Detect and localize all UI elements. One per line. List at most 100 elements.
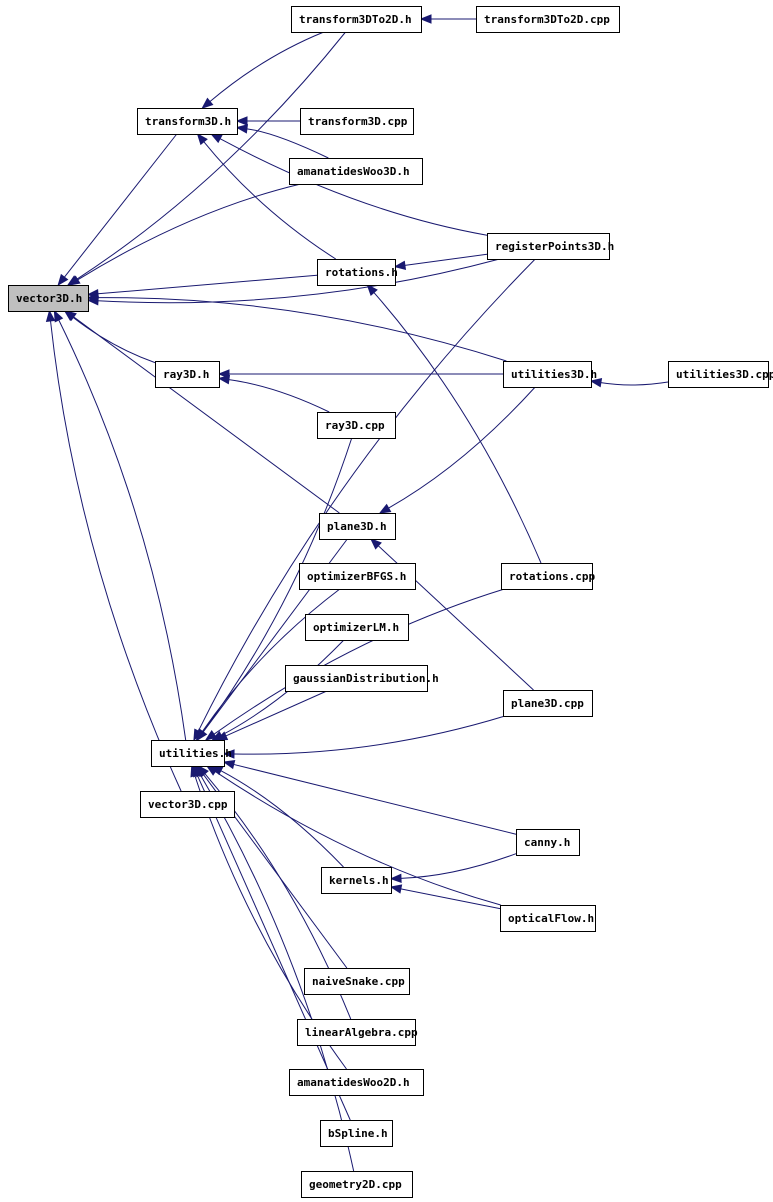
edge-line <box>220 639 345 736</box>
node-utilities-h[interactable]: utilities.h <box>151 740 232 767</box>
node-box <box>289 1069 424 1096</box>
node-label: plane3D.h <box>327 520 387 533</box>
arrowhead-icon <box>86 292 99 303</box>
edge-line <box>77 183 301 281</box>
node-rotations-h[interactable]: rotations.h <box>317 259 398 286</box>
node-label: vector3D.cpp <box>148 798 228 811</box>
node-bSpline-h[interactable]: bSpline.h <box>320 1120 393 1147</box>
edge-line <box>76 31 346 280</box>
node-label: linearAlgebra.cpp <box>305 1026 418 1039</box>
node-box <box>285 665 428 692</box>
node-transform3DTo2D-cpp[interactable]: transform3DTo2D.cpp <box>476 6 620 33</box>
arrowhead-icon <box>210 133 223 144</box>
node-box <box>151 740 225 767</box>
edge-line <box>233 715 506 755</box>
node-label: gaussianDistribution.h <box>293 672 439 685</box>
edge-amanatidesWoo3D_h-to-vector3D_h <box>68 183 301 286</box>
edge-utilities_h-to-vector3D_h <box>53 309 187 741</box>
edge-line <box>213 588 505 735</box>
edge-rotations_cpp-to-rotations_h <box>366 283 542 564</box>
node-plane3D-cpp[interactable]: plane3D.cpp <box>503 690 593 717</box>
node-label: optimizerLM.h <box>313 621 399 634</box>
edge-line <box>373 292 542 564</box>
node-canny-h[interactable]: canny.h <box>516 829 580 856</box>
node-geometry2D-cpp[interactable]: geometry2D.cpp <box>301 1171 413 1198</box>
node-box <box>291 6 422 33</box>
edge-line <box>203 141 337 260</box>
node-amanatidesWoo2D-h[interactable]: amanatidesWoo2D.h <box>289 1069 424 1096</box>
node-box <box>301 1171 413 1198</box>
edge-line <box>73 316 340 514</box>
edge-rotations_cpp-to-utilities_h <box>204 588 505 741</box>
edge-optimizerBFGS_h-to-utilities_h <box>195 588 341 742</box>
node-amanatidesWoo3D-h[interactable]: amanatidesWoo3D.h <box>289 158 423 185</box>
edge-line <box>209 31 325 102</box>
edge-utilities3D_h-to-vector3D_h <box>86 292 507 362</box>
node-transform3D-h[interactable]: transform3D.h <box>137 108 238 135</box>
node-vector3D-cpp[interactable]: vector3D.cpp <box>140 791 235 818</box>
node-box <box>140 791 235 818</box>
node-label: vector3D.h <box>16 292 82 305</box>
nodes-layer: vector3D.h transform3DTo2D.h transform3DTo… <box>8 6 773 1198</box>
node-box <box>137 108 238 135</box>
edge-amanatidesWoo3D_h-to-transform3D_h <box>235 124 329 159</box>
node-box <box>289 158 423 185</box>
node-opticalFlow-h[interactable]: opticalFlow.h <box>500 905 596 932</box>
edge-line <box>246 128 329 159</box>
edge-rotations_h-to-transform3D_h <box>196 132 337 260</box>
arrowhead-icon <box>235 124 249 134</box>
node-transform3D-cpp[interactable]: transform3D.cpp <box>300 108 414 135</box>
node-box <box>503 361 592 388</box>
node-box <box>299 563 416 590</box>
node-box <box>317 259 396 286</box>
node-registerPoints3D-h[interactable]: registerPoints3D.h <box>487 233 615 260</box>
edges-layer <box>45 14 669 1172</box>
edge-line <box>404 253 488 266</box>
node-utilities3D-cpp[interactable]: utilities3D.cpp <box>668 361 773 388</box>
arrowhead-icon <box>419 14 432 24</box>
edge-line <box>228 379 330 413</box>
edge-line <box>600 381 669 386</box>
node-label: naiveSnake.cpp <box>312 975 405 988</box>
node-utilities3D-h[interactable]: utilities3D.h <box>503 361 598 388</box>
node-plane3D-h[interactable]: plane3D.h <box>319 513 396 540</box>
node-ray3D-cpp[interactable]: ray3D.cpp <box>317 412 396 439</box>
node-label: canny.h <box>524 836 570 849</box>
node-box <box>305 614 409 641</box>
node-label: plane3D.cpp <box>511 697 584 710</box>
node-box <box>500 905 596 932</box>
arrowhead-icon <box>366 283 378 297</box>
node-rotations-cpp[interactable]: rotations.cpp <box>501 563 596 590</box>
edge-transform3DTo2D_h-to-transform3D_h <box>201 31 325 109</box>
edge-line <box>201 588 341 733</box>
arrowhead-icon <box>217 375 231 385</box>
node-box <box>317 412 396 439</box>
edge-plane3D_h-to-vector3D_h <box>64 310 340 514</box>
arrowhead-icon <box>222 759 236 770</box>
arrowhead-icon <box>201 97 214 109</box>
node-vector3D-h[interactable]: vector3D.h <box>8 285 89 312</box>
node-naiveSnake-cpp[interactable]: naiveSnake.cpp <box>304 968 410 995</box>
node-box <box>516 829 580 856</box>
node-transform3DTo2D-h[interactable]: transform3DTo2D.h <box>291 6 422 33</box>
edge-line <box>220 770 344 868</box>
edge-gaussianDistribution_h-to-utilities_h <box>215 690 327 741</box>
node-label: bSpline.h <box>328 1127 388 1140</box>
edge-utilities3D_h-to-ray3D_h <box>217 369 504 379</box>
node-ray3D-h[interactable]: ray3D.h <box>155 361 220 388</box>
node-linearAlgebra-cpp[interactable]: linearAlgebra.cpp <box>297 1019 418 1046</box>
edge-plane3D_cpp-to-utilities_h <box>222 715 506 759</box>
node-optimizerBFGS-h[interactable]: optimizerBFGS.h <box>299 563 416 590</box>
arrowhead-icon <box>53 309 64 323</box>
arrowhead-icon <box>205 765 219 776</box>
node-label: kernels.h <box>329 874 389 887</box>
edge-line <box>199 774 355 1172</box>
node-kernels-h[interactable]: kernels.h <box>321 867 392 894</box>
node-label: registerPoints3D.h <box>495 240 614 253</box>
node-gaussianDistribution-h[interactable]: gaussianDistribution.h <box>285 665 439 692</box>
edge-line <box>388 386 536 509</box>
node-label: amanatidesWoo3D.h <box>297 165 410 178</box>
arrowhead-icon <box>235 116 248 126</box>
node-optimizerLM-h[interactable]: optimizerLM.h <box>305 614 409 641</box>
